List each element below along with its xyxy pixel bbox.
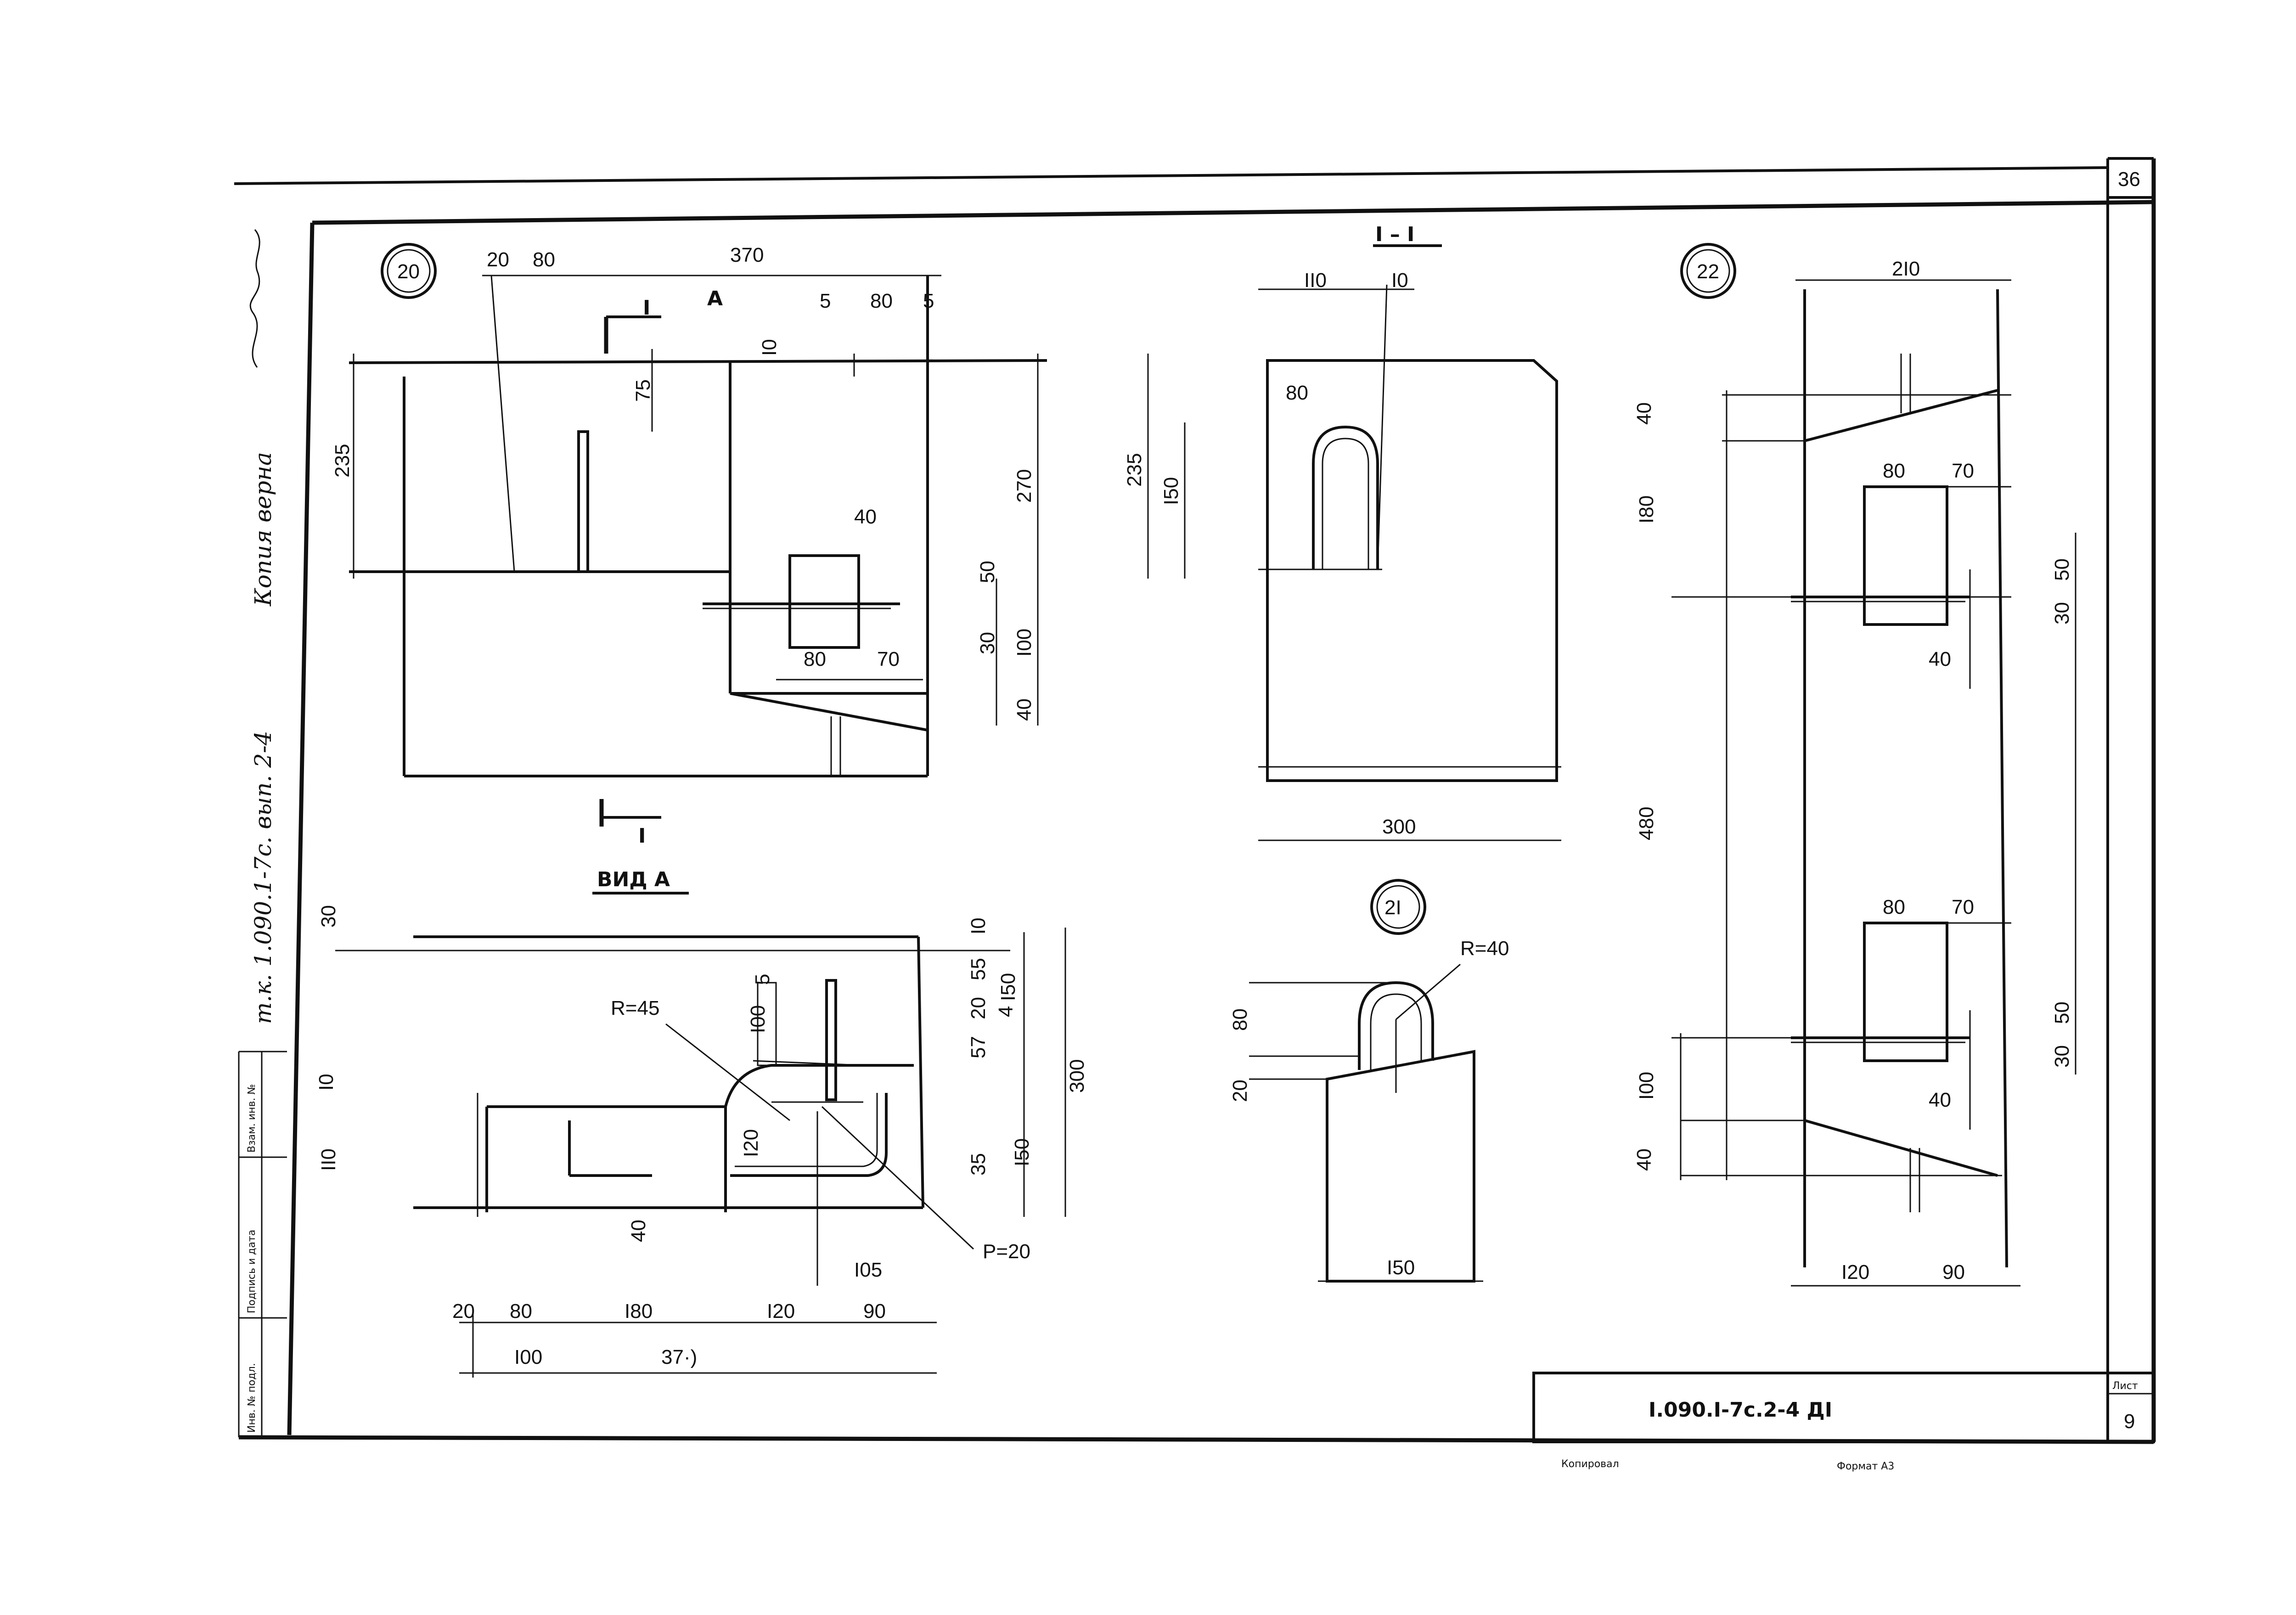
d22-dim-210: 2I0 [1892,258,1920,280]
copy-verified-handwriting: Копия верна [250,452,276,607]
sheet-no: 9 [2124,1410,2135,1433]
d20-dim-20: 20 [487,248,509,271]
d20-dim-10: I0 [758,339,781,356]
d22-dim-70a: 70 [1952,460,1974,482]
d20-dim-40a: 40 [854,506,877,528]
d22-dim-100: I00 [1635,1072,1658,1100]
section-1-1 [1147,244,1561,841]
va-dim-c100: I00 [514,1346,542,1368]
d22-dim-40c: 40 [1929,1089,1951,1111]
va-dim-10a: I0 [967,917,990,934]
detail-20 [349,243,1047,827]
va-r45: R=45 [611,997,659,1019]
d20-dim-80b: 80 [870,290,893,312]
detail-21 [1249,879,1483,1283]
d22-dim-40b: 40 [1929,648,1951,670]
va-dim-4: 4 [995,1006,1017,1017]
view-mark: А [707,287,723,310]
d22-dim-30a: 30 [2051,602,2073,625]
va-dim-c370: 37·) [661,1346,697,1368]
d20-dim-80: 80 [533,248,555,271]
d21-dim-150: I50 [1387,1256,1415,1279]
title-block [1532,1372,2155,1443]
d22-dim-80b: 80 [1883,896,1905,918]
va-dim-35: 35 [967,1153,990,1176]
d20-dim-5a: 5 [820,290,831,312]
d22-dim-50b: 50 [2051,1002,2073,1024]
d22-dim-40d: 40 [1633,1148,1655,1171]
va-dim-300: 300 [1066,1059,1088,1093]
d22-dim-50a: 50 [2051,558,2073,581]
view-a-title: ВИД А [597,868,670,891]
document-code: I.090.I-7c.2-4 ДI [1649,1398,1832,1422]
va-dim-b180: I80 [625,1300,653,1322]
d20-dim-100: I00 [1013,629,1035,657]
d20-dim-40b: 40 [1013,698,1035,721]
d20-dim-70: 70 [877,648,900,670]
d22-dim-30b: 30 [2051,1045,2073,1068]
va-dim-110: II0 [317,1148,340,1171]
d22-dim-80a: 80 [1883,460,1905,482]
d22-dim-120: I20 [1841,1261,1869,1283]
s11-dim-150: I50 [1160,477,1182,505]
va-r20: Р=20 [983,1240,1030,1263]
s11-dim-300: 300 [1382,816,1416,838]
detail-20-marker: 20 [397,260,420,283]
va-dim-55: 55 [967,958,990,980]
va-dim-b20: 20 [452,1300,475,1322]
va-dim-100: I00 [747,1005,769,1033]
va-dim-20: 20 [967,997,990,1019]
section-mark-top: I [643,296,650,320]
d20-dim-370: 370 [730,244,764,266]
d22-dim-70b: 70 [1952,896,1974,918]
va-dim-5: 5 [751,974,774,985]
detail-22 [1671,243,2077,1287]
sheet-frame [234,157,2156,1444]
series-handwriting: т.к. 1.090.1-7с. вып. 2-4 [250,731,276,1024]
va-dim-40: 40 [627,1220,650,1242]
sheet-number-top: 36 [2118,168,2140,191]
d20-dim-80c: 80 [804,648,826,670]
d20-dim-75: 75 [632,379,654,402]
stamp-col-inv: Инв. № подл. [246,1363,258,1433]
va-dim-b120: I20 [767,1300,795,1322]
d22-dim-40a: 40 [1633,402,1655,425]
d20-dim-50: 50 [976,561,999,583]
s11-dim-80: 80 [1286,382,1308,404]
section-mark-bottom: I [638,824,646,848]
d22-dim-90: 90 [1942,1261,1965,1283]
va-dim-120: I20 [740,1129,762,1157]
s11-dim-235: 235 [1123,453,1146,487]
s11-dim-10: I0 [1391,269,1408,292]
section-title: I – I [1375,223,1414,246]
stamp-col-replace: Взам. инв. № [246,1084,258,1153]
d20-dim-5b: 5 [923,290,934,312]
va-dim-30: 30 [317,905,340,928]
d21-r40: R=40 [1460,937,1509,960]
detail-21-marker: 2I [1384,896,1401,919]
va-dim-b90: 90 [863,1300,886,1322]
d22-dim-180: I80 [1635,495,1658,523]
footer-copied: Копировал [1561,1458,1619,1470]
signature-stamp [249,229,260,368]
sheet-label: Лист [2112,1380,2138,1392]
va-dim-57: 57 [967,1036,990,1058]
d21-dim-20: 20 [1229,1080,1251,1102]
d21-dim-80: 80 [1229,1008,1251,1031]
footer-format: Формат А3 [1837,1461,1894,1472]
detail-22-marker: 22 [1697,260,1719,283]
s11-dim-110: II0 [1304,269,1327,292]
va-dim-150a: I50 [997,973,1019,1001]
d20-dim-235: 235 [331,444,354,478]
d22-dim-480: 480 [1635,807,1658,840]
va-dim-b80: 80 [510,1300,532,1322]
va-dim-105: I05 [854,1259,882,1281]
stamp-col-sign: Подпись и дата [246,1230,258,1313]
va-dim-150b: I50 [1011,1138,1033,1166]
d20-dim-30: 30 [976,632,999,654]
va-dim-10b: I0 [315,1074,338,1091]
view-a [335,892,1066,1378]
d20-dim-270: 270 [1013,469,1035,503]
